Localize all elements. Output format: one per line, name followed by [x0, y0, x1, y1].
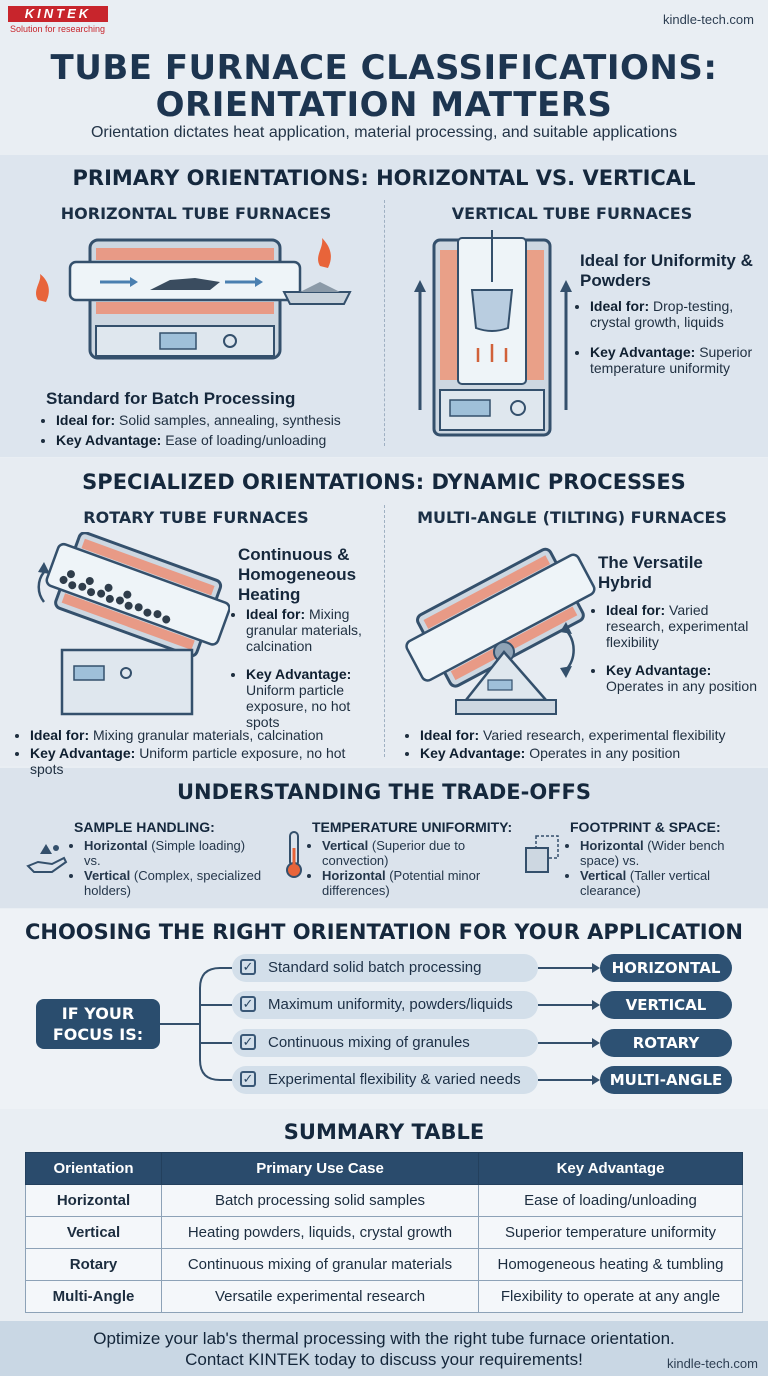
table-cell: Multi-Angle	[25, 1280, 162, 1313]
checkbox-icon: ✓	[240, 996, 256, 1012]
tradeoffs-band	[0, 768, 768, 908]
table-row: Vertical Heating powders, liquids, cryst…	[25, 1216, 743, 1249]
multi-angle-furnace-illustration	[405, 547, 596, 715]
table-header: Key Advantage	[478, 1152, 743, 1185]
result-rotary[interactable]: ROTARY	[600, 1029, 732, 1057]
arrow-up-icon	[560, 280, 572, 292]
tradeoff-uniformity-title: TEMPERATURE UNIFORMITY:	[312, 819, 513, 835]
arrow-up-icon	[414, 280, 426, 292]
multi-angle-ideal: Ideal for: Varied research, experimental…	[420, 727, 758, 743]
tradeoffs-section-title: UNDERSTANDING THE TRADE-OFFS	[176, 780, 592, 804]
tradeoff-uniformity-text: Vertical (Superior due to convection) Ho…	[310, 838, 520, 898]
rotary-details-side: Ideal for: Mixing granular materials, ca…	[234, 606, 374, 734]
horizontal-ideal: Ideal for: Solid samples, annealing, syn…	[56, 412, 374, 428]
choose-section-title: CHOOSING THE RIGHT ORIENTATION FOR YOUR …	[24, 920, 744, 944]
horizontal-heading: HORIZONTAL TUBE FURNACES	[60, 204, 332, 223]
table-cell: Homogeneous heating & tumbling	[478, 1248, 743, 1281]
table-cell: Heating powders, liquids, crystal growth	[161, 1216, 479, 1249]
result-vertical[interactable]: VERTICAL	[600, 991, 732, 1019]
vertical-tagline: Ideal for Uniformity & Powders	[580, 251, 753, 290]
focus-label: IF YOUR FOCUS IS:	[36, 999, 160, 1049]
option-max-uniformity[interactable]: ✓Maximum uniformity, powders/liquids	[232, 991, 538, 1019]
page-subtitle: Orientation dictates heat application, m…	[90, 124, 678, 141]
vertical-ideal: Ideal for: Drop-testing, crystal growth,…	[590, 298, 758, 330]
table-cell: Batch processing solid samples	[161, 1184, 479, 1217]
table-row: Horizontal Batch processing solid sample…	[25, 1184, 743, 1217]
checkbox-icon: ✓	[240, 959, 256, 975]
multi-angle-tagline: The Versatile Hybrid	[598, 553, 703, 592]
rotary-ideal-side: Ideal for: Mixing granular materials, ca…	[246, 606, 374, 654]
result-multi-angle[interactable]: MULTI-ANGLE	[600, 1066, 732, 1094]
flame-icon	[36, 274, 49, 302]
table-cell: Flexibility to operate at any angle	[478, 1280, 743, 1313]
result-horizontal[interactable]: HORIZONTAL	[600, 954, 732, 982]
kintek-logo: KINTEK	[8, 6, 108, 22]
summary-section-title: SUMMARY TABLE	[283, 1120, 485, 1144]
primary-divider	[384, 200, 385, 446]
page-title: TUBE FURNACE CLASSIFICATIONS: ORIENTATIO…	[50, 48, 718, 125]
rotary-furnace-illustration	[37, 532, 230, 716]
table-cell: Vertical	[25, 1216, 162, 1249]
horizontal-advantage: Key Advantage: Ease of loading/unloading	[56, 432, 374, 448]
multi-angle-advantage-side: Key Advantage: Operates in any position	[606, 662, 760, 694]
flame-icon	[318, 238, 331, 268]
table-cell: Ease of loading/unloading	[478, 1184, 743, 1217]
tradeoff-handling-text: Horizontal (Simple loading) vs. Vertical…	[72, 838, 262, 898]
summary-table: Orientation Primary Use Case Key Advanta…	[25, 1152, 743, 1313]
horizontal-furnace-illustration	[36, 238, 352, 360]
specialized-divider	[384, 505, 385, 757]
multi-angle-details-side: Ideal for: Varied research, experimental…	[594, 602, 760, 698]
multi-angle-ideal-side: Ideal for: Varied research, experimental…	[606, 602, 760, 650]
rotary-heading: ROTARY TUBE FURNACES	[83, 508, 309, 527]
option-experimental-flexibility[interactable]: ✓Experimental flexibility & varied needs	[232, 1066, 538, 1094]
hand-sample-icon	[26, 844, 68, 873]
multi-angle-advantage: Key Advantage: Operates in any position	[420, 745, 758, 761]
specialized-section-title: SPECIALIZED ORIENTATIONS: DYNAMIC PROCES…	[82, 470, 686, 494]
rotary-ideal: Ideal for: Mixing granular materials, ca…	[30, 727, 378, 743]
option-continuous-mixing[interactable]: ✓Continuous mixing of granules	[232, 1029, 538, 1057]
horizontal-details: Ideal for: Solid samples, annealing, syn…	[44, 412, 374, 452]
table-header: Primary Use Case	[161, 1152, 479, 1185]
tradeoff-footprint-text: Horizontal (Wider bench space) vs. Verti…	[568, 838, 758, 898]
option-standard-batch[interactable]: ✓Standard solid batch processing	[232, 954, 538, 982]
table-cell: Continuous mixing of granular materials	[161, 1248, 479, 1281]
table-cell: Superior temperature uniformity	[478, 1216, 743, 1249]
table-header: Orientation	[25, 1152, 162, 1185]
primary-section-title: PRIMARY ORIENTATIONS: HORIZONTAL VS. VER…	[72, 166, 696, 190]
tradeoff-footprint-title: FOOTPRINT & SPACE:	[570, 819, 721, 835]
rotate-icon	[37, 571, 46, 603]
footer-band	[0, 1321, 768, 1376]
horizontal-tagline: Standard for Batch Processing	[46, 389, 296, 408]
tilt-arrow-icon	[565, 629, 575, 671]
thermometer-icon	[286, 831, 302, 878]
rotary-advantage-side: Key Advantage: Uniform particle exposure…	[246, 666, 374, 730]
decision-connectors	[160, 963, 600, 1085]
site-url-bottom[interactable]: kindle-tech.com	[666, 1356, 758, 1371]
table-cell: Horizontal	[25, 1184, 162, 1217]
footprint-icon	[525, 835, 559, 873]
multi-angle-heading: MULTI-ANGLE (TILTING) FURNACES	[417, 508, 727, 527]
table-header-row: Orientation Primary Use Case Key Advanta…	[25, 1152, 743, 1185]
checkbox-icon: ✓	[240, 1071, 256, 1087]
table-row: Rotary Continuous mixing of granular mat…	[25, 1248, 743, 1281]
vertical-advantage: Key Advantage: Superior temperature unif…	[590, 344, 758, 376]
logo-tagline: Solution for researching	[10, 24, 106, 34]
table-cell: Versatile experimental research	[161, 1280, 479, 1313]
vertical-details: Ideal for: Drop-testing, crystal growth,…	[578, 298, 758, 380]
footer-cta: Optimize your lab's thermal processing w…	[93, 1329, 675, 1369]
checkbox-icon: ✓	[240, 1034, 256, 1050]
tradeoff-handling-title: SAMPLE HANDLING:	[74, 819, 215, 835]
rotary-tagline: Continuous & Homogeneous Heating	[238, 545, 357, 604]
vertical-furnace-illustration	[414, 230, 572, 437]
table-cell: Rotary	[25, 1248, 162, 1281]
rotary-details: Ideal for: Mixing granular materials, ca…	[18, 727, 378, 781]
table-row: Multi-Angle Versatile experimental resea…	[25, 1280, 743, 1313]
site-url-top[interactable]: kindle-tech.com	[662, 12, 754, 27]
vertical-heading: VERTICAL TUBE FURNACES	[451, 204, 693, 223]
multi-angle-details: Ideal for: Varied research, experimental…	[408, 727, 758, 765]
rotary-advantage: Key Advantage: Uniform particle exposure…	[30, 745, 378, 777]
